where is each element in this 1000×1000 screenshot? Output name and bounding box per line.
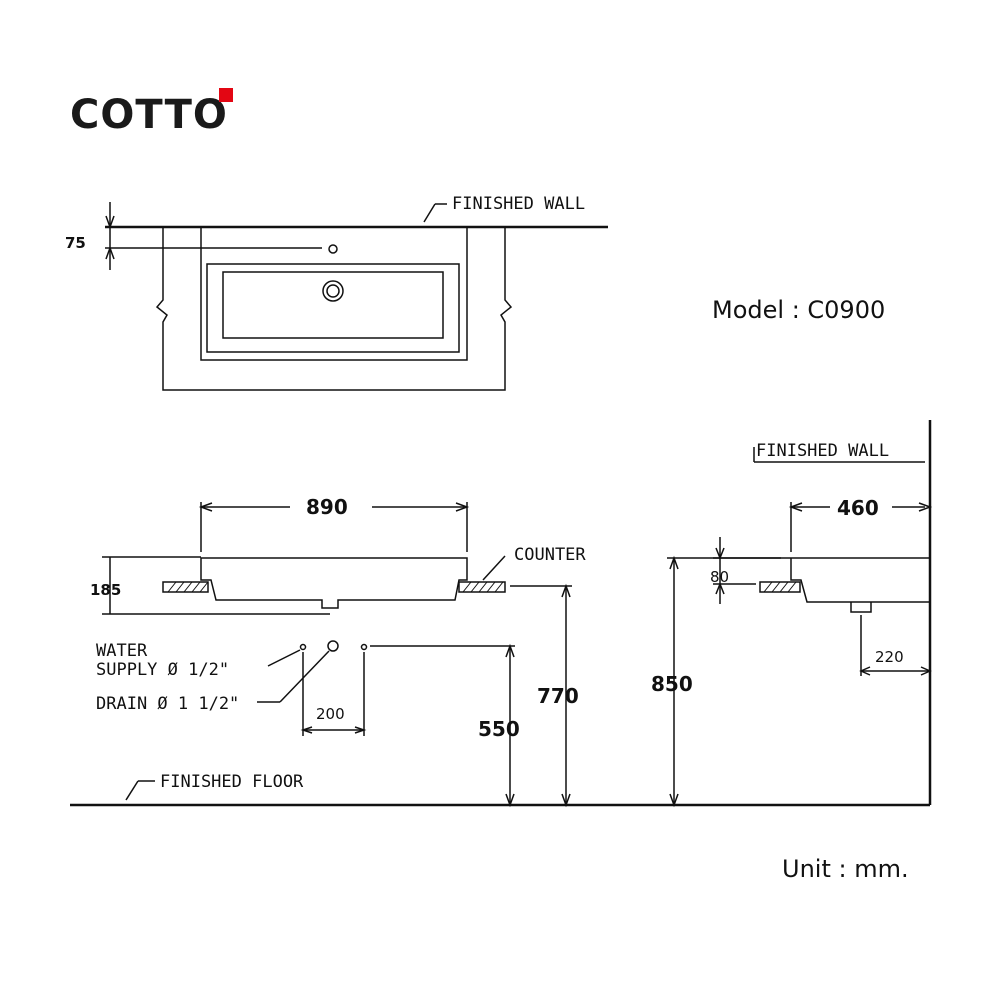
top-view: 75 FINISHED WALL xyxy=(65,194,608,391)
dim-185: 185 xyxy=(90,581,121,599)
dim-200-arrow-left xyxy=(300,726,313,734)
dim-890-arrow-right xyxy=(455,502,470,512)
floor-leader xyxy=(125,780,139,801)
side-counter xyxy=(759,581,801,593)
dim-220-arrow-right xyxy=(920,666,932,676)
dim-850: 850 xyxy=(651,672,693,696)
dim-80: 80 xyxy=(710,568,729,586)
dim-220: 220 xyxy=(875,648,904,666)
drain-leader xyxy=(279,650,330,703)
dim-770-arrow-bottom xyxy=(561,793,571,808)
top-basin-rim xyxy=(206,263,460,353)
top-counter-outline xyxy=(155,227,513,391)
counter-label: COUNTER xyxy=(514,545,586,565)
counter-leader xyxy=(482,555,506,581)
dim-460-arrow-left xyxy=(788,502,803,512)
dim-80-arrow-bottom xyxy=(715,581,725,595)
water-supply-left xyxy=(299,643,307,651)
top-basin-outer xyxy=(200,227,468,361)
water-supply-right xyxy=(360,643,368,651)
dim-550-arrow-bottom xyxy=(505,793,515,808)
finished-floor-label: FINISHED FLOOR xyxy=(160,772,304,792)
dim-460-arrow-right xyxy=(918,502,933,512)
unit-label: Unit : mm. xyxy=(782,855,909,883)
side-view: FINISHED WALL 460 80 220 850 xyxy=(651,420,933,808)
dim-850-arrow-bottom xyxy=(669,793,679,808)
dim-890-arrow-left xyxy=(198,502,213,512)
dim-770-arrow-top xyxy=(561,583,571,598)
brand-logo-mark xyxy=(219,88,233,102)
dim-850-arrow-top xyxy=(669,555,679,570)
dim-460: 460 xyxy=(837,496,879,520)
finished-wall-top-label: FINISHED WALL xyxy=(452,194,585,214)
dim-200: 200 xyxy=(316,705,345,723)
dim-200-arrow-right xyxy=(354,726,367,734)
side-basin-profile xyxy=(790,557,930,603)
drain-inner xyxy=(326,284,340,298)
water-supply-leader xyxy=(267,649,301,667)
model-label: Model : C0900 xyxy=(712,296,886,324)
water-supply-label-2: SUPPLY Ø 1/2" xyxy=(96,660,229,680)
dim-550-arrow-top xyxy=(505,643,515,658)
drain-label: DRAIN Ø 1 1/2" xyxy=(96,694,239,714)
top-dim-arrow-lower xyxy=(105,245,115,260)
top-basin-bowl xyxy=(222,271,444,339)
drain-point xyxy=(327,640,339,652)
brand-logo: COTTO xyxy=(70,92,228,138)
dim-770: 770 xyxy=(537,684,579,708)
top-wall-leader xyxy=(423,203,436,223)
dim-75: 75 xyxy=(65,234,86,252)
dim-550: 550 xyxy=(478,717,520,741)
faucet-hole xyxy=(328,244,338,254)
front-view: FINISHED FLOOR 890 COUNTER 185 xyxy=(70,495,930,808)
front-basin-profile xyxy=(200,557,468,609)
drain-outer xyxy=(322,280,344,302)
water-supply-label-1: WATER xyxy=(96,641,148,661)
top-dim-arrow-upper xyxy=(105,215,115,230)
dim-220-arrow-left xyxy=(859,666,871,676)
finished-wall-side-label: FINISHED WALL xyxy=(756,441,889,461)
front-counter-left xyxy=(162,581,209,593)
dim-890: 890 xyxy=(306,495,348,519)
side-drain-stub xyxy=(850,602,872,613)
front-counter-right xyxy=(458,581,506,593)
